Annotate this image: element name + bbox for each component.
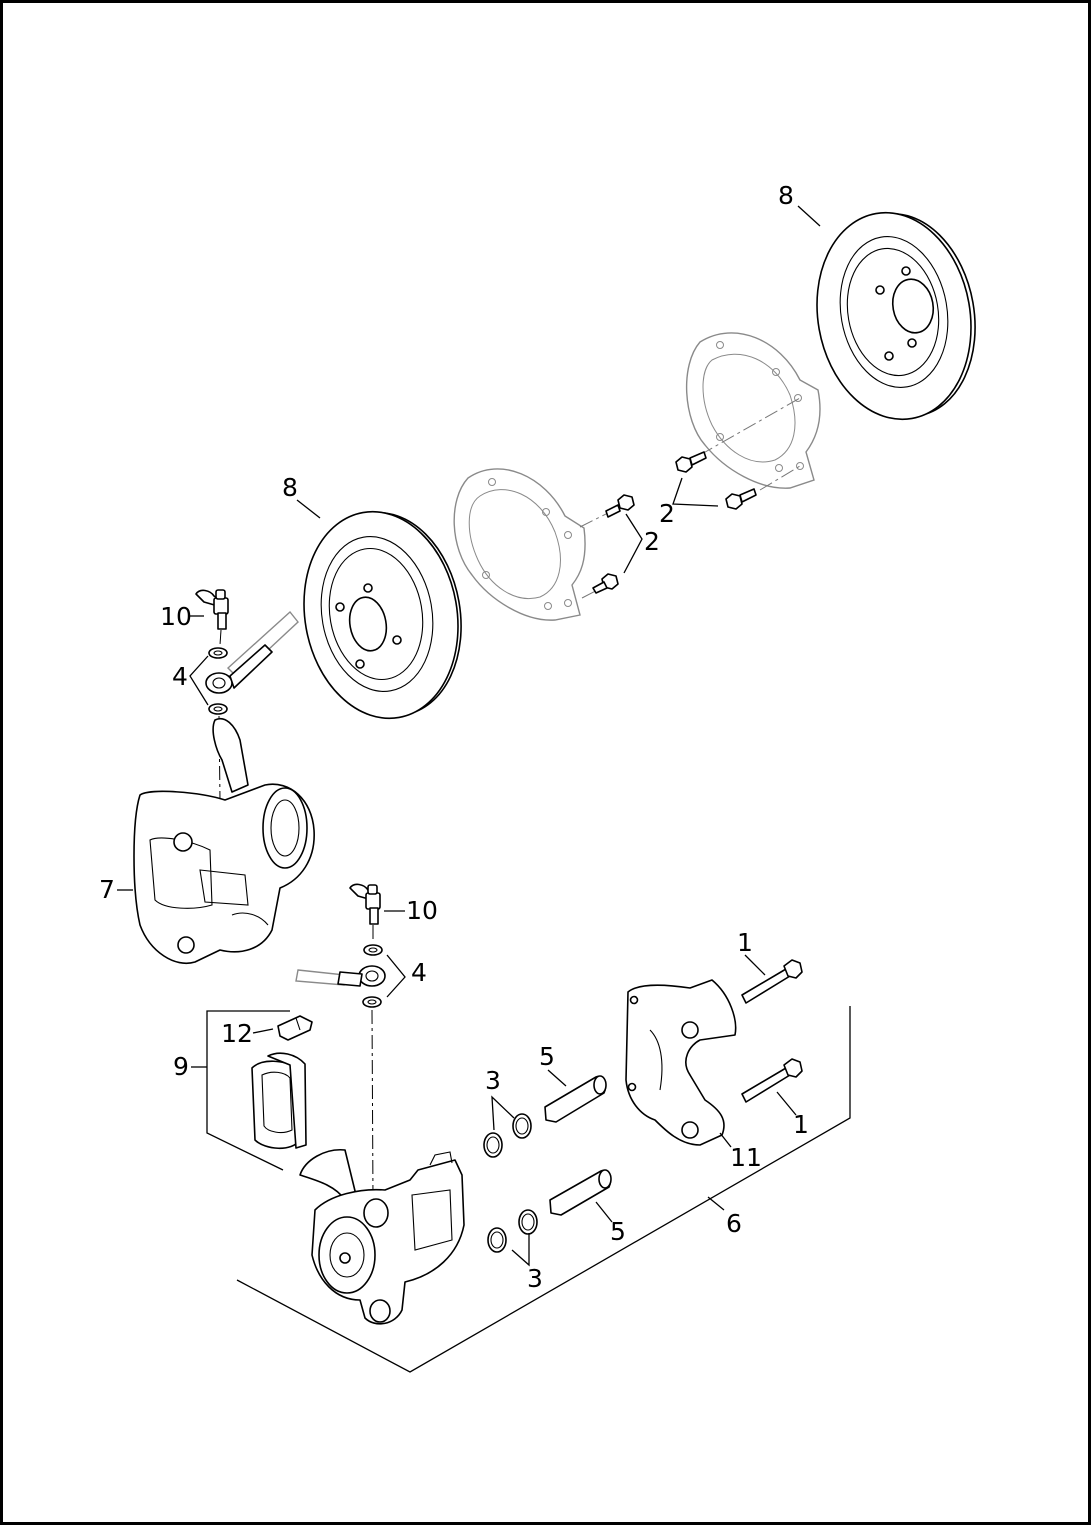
assembly-bracket-9: [206, 1010, 290, 1171]
pad-retaining-clip: [277, 1015, 313, 1041]
callout-5-lower: 5: [610, 1217, 626, 1246]
callout-7: 7: [99, 875, 115, 904]
leader-lines: [117, 205, 821, 1267]
callout-9: 9: [173, 1052, 189, 1081]
callout-labels: 8 8 2 2 10 4 7 10 4 1 12 9 5 3 1 11 6 5 …: [99, 181, 809, 1293]
rotor-mounting-plate-upper: [685, 332, 821, 491]
bracket-bolt-upper: [741, 959, 803, 1004]
callout-2-a: 2: [659, 499, 675, 528]
banjo-fitting-upper: [205, 610, 299, 694]
caliper-assembly-upper: [133, 718, 315, 964]
slide-pin-upper: [544, 1075, 607, 1123]
callout-4-lower: 4: [411, 958, 427, 987]
callout-8-lower: 8: [282, 473, 298, 502]
assembly-bracket-6: [236, 1006, 851, 1373]
piston-seal-lower-a: [487, 1227, 507, 1253]
caliper-mounting-bracket: [625, 979, 737, 1146]
callout-11: 11: [730, 1143, 762, 1172]
callout-12: 12: [221, 1019, 253, 1048]
brake-rotor-lower: [303, 510, 462, 720]
brake-pad-set: [251, 1052, 307, 1150]
crush-washer-lower-a: [363, 944, 383, 956]
piston-seal-upper-b: [512, 1113, 532, 1139]
slide-pin-lower: [549, 1169, 612, 1216]
caliper-housing-lower: [299, 1149, 465, 1325]
piston-seal-upper-a: [483, 1132, 503, 1158]
callout-4-upper: 4: [172, 662, 188, 691]
callout-5-upper: 5: [539, 1042, 555, 1071]
crush-washer-upper-b: [208, 703, 228, 715]
mounting-bolt-lower-b: [592, 573, 619, 594]
mounting-bolt-upper-a: [675, 451, 707, 473]
banjo-fitting-lower: [295, 965, 386, 987]
callout-3-upper: 3: [485, 1066, 501, 1095]
bracket-bolt-lower: [741, 1058, 803, 1103]
brake-rotor-upper: [816, 211, 976, 421]
callout-10-lower: 10: [406, 896, 438, 925]
crush-washer-lower-b: [362, 996, 382, 1008]
mounting-bolt-upper-b: [725, 488, 757, 510]
bleeder-valve-upper: [195, 589, 229, 630]
callout-2-b: 2: [644, 527, 660, 556]
piston-seal-lower-b: [518, 1209, 538, 1235]
callout-8-upper: 8: [778, 181, 794, 210]
crush-washer-upper-a: [208, 647, 228, 659]
mounting-bolt-lower-a: [605, 494, 635, 518]
bleeder-valve-lower: [349, 883, 381, 925]
rotor-mounting-plate-lower: [453, 468, 615, 621]
callout-6: 6: [726, 1209, 742, 1238]
callout-3-lower: 3: [527, 1264, 543, 1293]
callout-1-upper: 1: [737, 928, 753, 957]
callout-1-lower: 1: [793, 1110, 809, 1139]
callout-10-upper: 10: [160, 602, 192, 631]
